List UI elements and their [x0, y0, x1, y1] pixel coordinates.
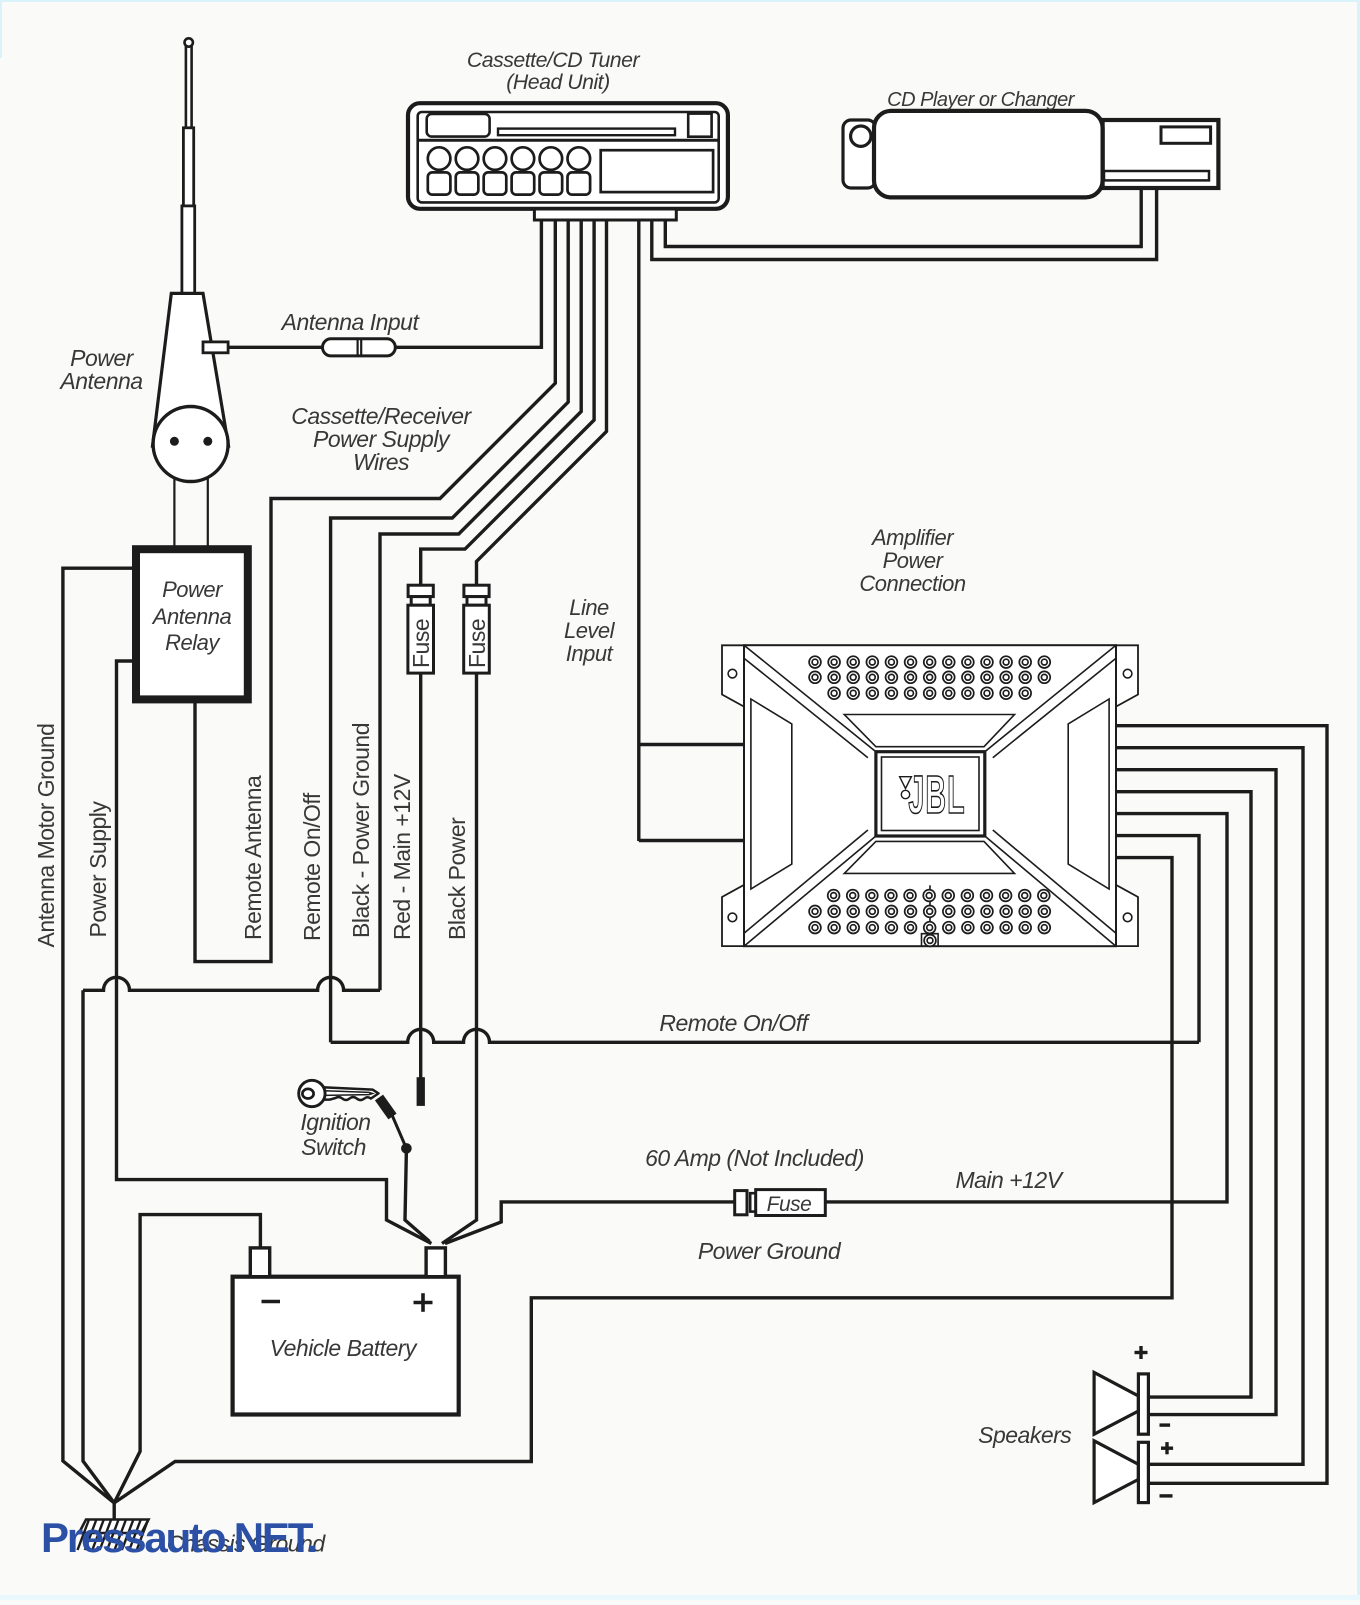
svg-text:Remote Antenna: Remote Antenna — [240, 775, 266, 940]
svg-text:Antenna Input: Antenna Input — [280, 309, 421, 335]
svg-text:CD Player or Changer: CD Player or Changer — [887, 89, 1076, 111]
svg-text:Antenna: Antenna — [58, 368, 142, 394]
svg-text:Connection: Connection — [859, 571, 966, 596]
svg-text:Main +12V: Main +12V — [955, 1167, 1064, 1193]
svg-text:Cassette/Receiver: Cassette/Receiver — [291, 403, 472, 429]
svg-text:Power: Power — [162, 577, 224, 602]
svg-text:Antenna Motor Ground: Antenna Motor Ground — [33, 724, 59, 948]
svg-text:Switch: Switch — [301, 1134, 366, 1160]
svg-text:(Head Unit): (Head Unit) — [506, 70, 609, 94]
svg-text:Relay: Relay — [165, 630, 221, 655]
svg-text:Remote On/Off: Remote On/Off — [659, 1010, 810, 1036]
svg-text:Black - Power Ground: Black - Power Ground — [348, 723, 374, 938]
svg-text:Input: Input — [566, 641, 614, 666]
svg-text:Line: Line — [569, 595, 609, 620]
svg-text:Vehicle Battery: Vehicle Battery — [270, 1335, 418, 1361]
svg-text:Power Supply: Power Supply — [313, 426, 451, 452]
svg-text:Power Ground: Power Ground — [698, 1238, 842, 1264]
svg-text:Power Supply: Power Supply — [85, 801, 111, 938]
svg-text:Antenna: Antenna — [151, 604, 232, 629]
svg-text:JBL: JBL — [908, 766, 965, 826]
svg-text:Power: Power — [883, 548, 945, 573]
svg-text:Speakers: Speakers — [978, 1422, 1072, 1448]
svg-text:Fuse: Fuse — [767, 1193, 812, 1216]
svg-text:60 Amp (Not Included): 60 Amp (Not Included) — [645, 1145, 864, 1171]
svg-text:Fuse: Fuse — [464, 619, 490, 668]
svg-text:Level: Level — [564, 618, 616, 643]
svg-text:Amplifier: Amplifier — [870, 525, 955, 550]
svg-text:Pressauto.NET.: Pressauto.NET. — [41, 1514, 316, 1561]
svg-text:Cassette/CD Tuner: Cassette/CD Tuner — [467, 48, 641, 72]
svg-text:Power: Power — [70, 345, 135, 371]
svg-text:Fuse: Fuse — [408, 619, 434, 668]
svg-text:Ignition: Ignition — [300, 1109, 370, 1135]
svg-text:Red - Main +12V: Red - Main +12V — [389, 773, 415, 940]
svg-text:Black Power: Black Power — [444, 817, 470, 940]
svg-text:Chassis Ground: Chassis Ground — [167, 1531, 327, 1557]
svg-text:Remote On/Off: Remote On/Off — [299, 792, 325, 941]
svg-text:Wires: Wires — [353, 449, 410, 475]
